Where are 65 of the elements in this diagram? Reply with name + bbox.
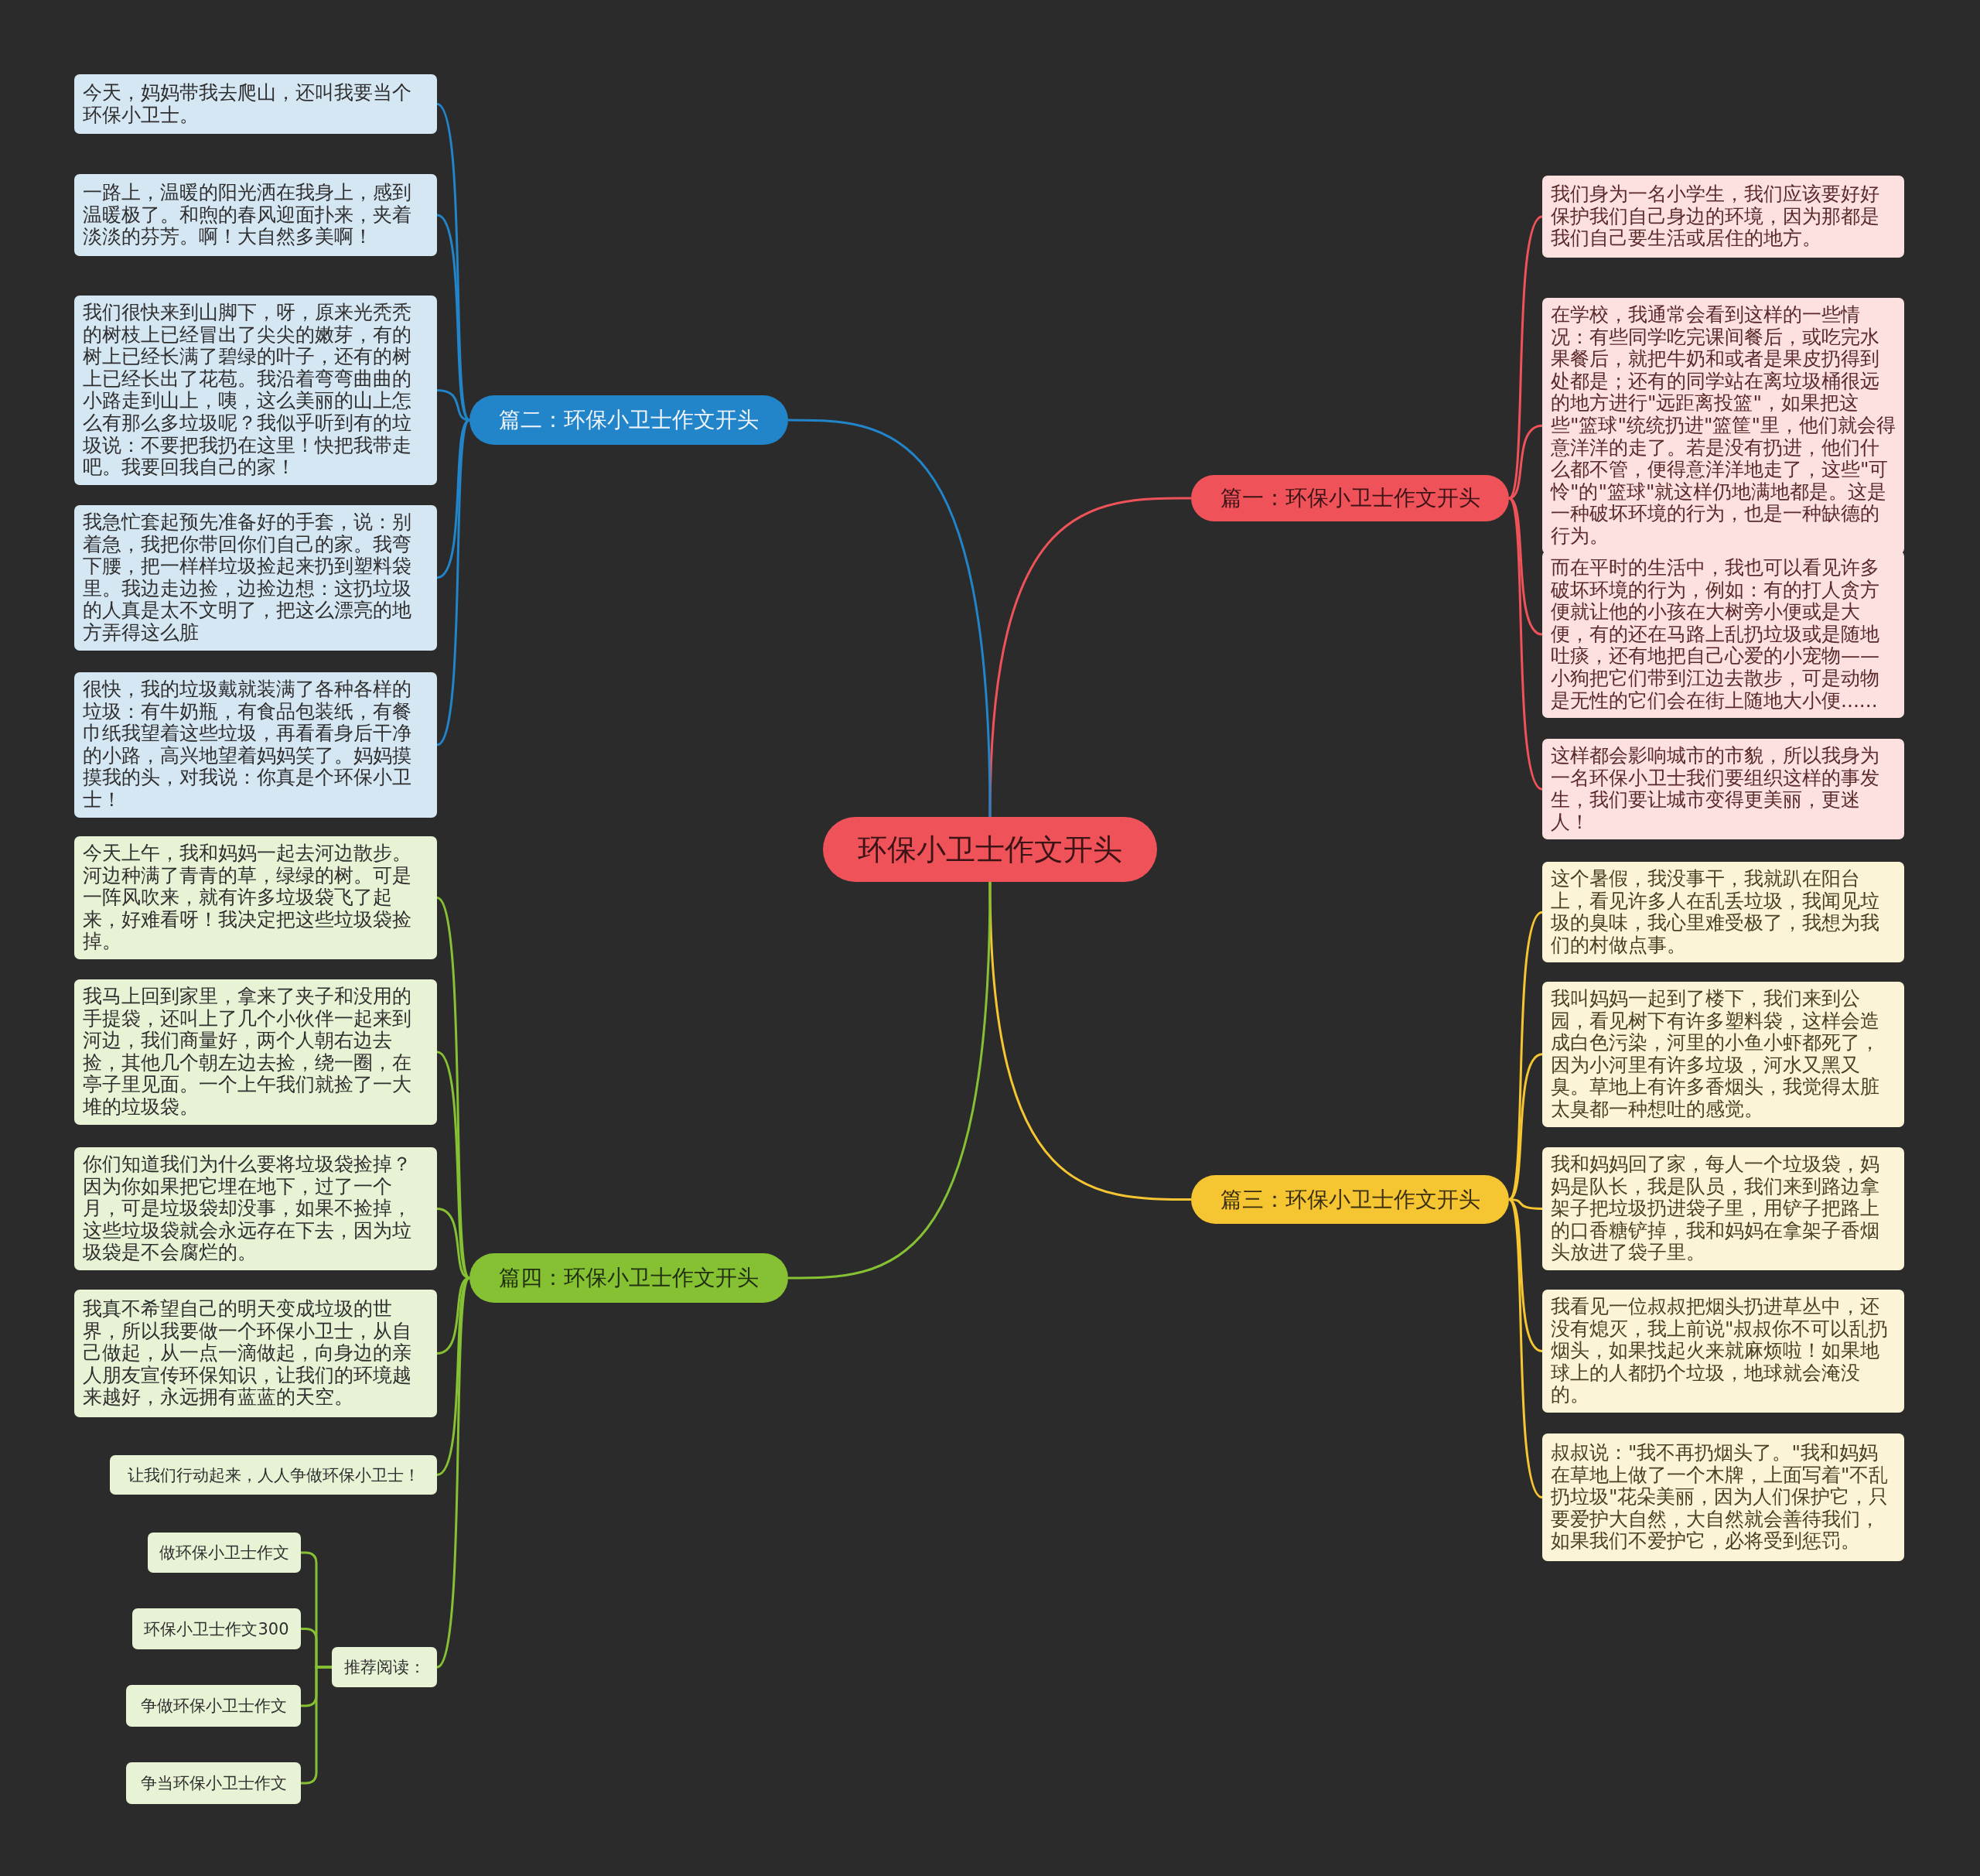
paragraph: 我看见一位叔叔把烟头扔进草丛中，还没有熄灭，我上前说"叔叔你不可以乱扔烟头，如果找起火来就麻烦啦！如果地球上的人都扔个垃圾，地球就会淹没的。 <box>1551 1296 1890 1406</box>
paragraph: 我真不希望自己的明天变成垃圾的世界，所以我要做一个环保小卫士，从自己做起，从一点一滴做起，向身边的亲人朋友宣传环保知识，让我们的环境越来越好，永远拥有蓝蓝的天空。 <box>83 1298 412 1409</box>
text-card <box>1542 1147 1904 1270</box>
text-card <box>148 1533 301 1573</box>
paragraph: 今天上午，我和妈妈一起去河边散步。河边种满了青青的草，绿绿的树。可是一阵风吹来，就有许多垃圾袋飞了起来，好难看呀！我决定把这些垃圾袋捡掉。 <box>83 842 412 953</box>
topic-label: 争当环保小卫士作文 <box>140 1773 287 1794</box>
connector-line <box>1508 1198 1543 1352</box>
connector-line <box>435 419 471 746</box>
text-card <box>74 979 437 1125</box>
topic-label: 篇一：环保小卫士作文开头 <box>1220 484 1480 512</box>
text-card <box>74 836 437 959</box>
text-card <box>1542 982 1904 1127</box>
text-card <box>1542 1433 1904 1561</box>
text-card <box>74 1290 437 1417</box>
paragraph: 我们很快来到山脚下，呀，原来光秃秃的树枝上已经冒出了尖尖的嫩芽，有的树上已经长满了碧绿的叶子，还有的树上已经长出了花苞。我沿着弯弯曲曲的小路走到山上，咦，这么美丽的山上怎么有那么多垃圾呢？我似乎听到有的垃圾说：不要把我扔在这里！快把我带走吧。我要回我自己的家！ <box>83 302 412 479</box>
topic-label: 篇三：环保小卫士作文开头 <box>1220 1185 1480 1214</box>
connector-line <box>1507 1198 1543 1498</box>
connector-line <box>435 1277 471 1668</box>
text-card <box>110 1455 437 1495</box>
text-card <box>74 505 437 651</box>
paragraph: 我马上回到家里，拿来了夹子和没用的手提袋，还叫上了几个小伙伴一起来到河边，我们商量好，两个人朝右边去捡，其他几个朝左边去捡，绕一圈，在亭子里见面。一个上午我们就捡了一大堆的垃圾袋。 <box>83 986 412 1119</box>
paragraph: 一路上，温暖的阳光洒在我身上，感到温暖极了。和煦的春风迎面扑来，夹着淡淡的芬芳。啊！大自然多美啊！ <box>83 182 412 248</box>
topic-label: 环保小卫士作文开头 <box>858 831 1122 868</box>
connector-line <box>788 881 992 1280</box>
text-card <box>1542 739 1904 840</box>
paragraph: 这个暑假，我没事干，我就趴在阳台上，看见许多人在乱丢垃圾，我闻见垃圾的臭味，我心里难受极了，我想为我们的村做点事。 <box>1551 868 1880 957</box>
text-card <box>1542 1290 1904 1413</box>
paragraph: 而在平时的生活中，我也可以看见许多破坏环境的行为，例如：有的打人贪方便就让他的小孩在大树旁小便或是大便，有的还在马路上乱扔垃圾或是随地吐痰，还有地把自己心爱的小宠物——小狗把它们带到江边去散步，可是动物是无性的它们会在街上随地大小便...... <box>1551 557 1880 712</box>
text-card <box>126 1685 301 1727</box>
topic-label: 篇四：环保小卫士作文开头 <box>499 1264 759 1292</box>
text-card <box>1542 176 1904 258</box>
connector-line <box>1508 1053 1543 1201</box>
connector-line <box>436 419 470 579</box>
topic-label: 推荐阅读： <box>343 1657 425 1678</box>
text-card <box>74 1147 437 1270</box>
connector-line <box>1507 497 1543 791</box>
paragraph: 在学校，我通常会看到这样的一些情况：有些同学吃完课间餐后，或吃完水果餐后，就把牛奶和或者是果皮扔得到处都是；还有的同学站在离垃圾桶很远的地方进行"远距离投篮"，如果把这些"篮球"统统扔进"篮筐"里，他们就会得意洋洋的走了。若是没有扔进，他们什么都不管，便得意洋洋地走了，这些"可怜"的"篮球"就这样仍地满地都是。这是一种破坏环境的行为，也是一种缺德的行为。 <box>1551 304 1896 548</box>
text-card <box>132 1608 301 1649</box>
paragraph: 这样都会影响城市的市貌，所以我身为一名环保小卫士我们要组织这样的事发生，我们要让城市变得更美丽，更迷人！ <box>1551 745 1880 834</box>
connector-line <box>988 881 1191 1201</box>
paragraph: 今天，妈妈带我去爬山，还叫我要当个环保小卫士。 <box>83 81 412 127</box>
text-card <box>126 1762 301 1804</box>
text-card <box>74 672 437 818</box>
text-card <box>1542 862 1904 963</box>
text-card <box>74 296 437 485</box>
connector-line <box>788 419 992 818</box>
topic-label: 环保小卫士作文300 <box>144 1618 289 1640</box>
topic-label: 篇二：环保小卫士作文开头 <box>499 406 759 434</box>
text-card <box>74 174 437 256</box>
topic-label: 争做环保小卫士作文 <box>140 1696 287 1717</box>
paragraph: 叔叔说："我不再扔烟头了。"我和妈妈在草地上做了一个木牌，上面写着"不乱扔垃圾"花朵美丽，因为人们保护它，只要爱护大自然，大自然就会善待我们，如果我们不爱护它，必将受到惩罚。 <box>1551 1442 1890 1553</box>
connector-line <box>1507 911 1543 1201</box>
paragraph: 我叫妈妈一起到了楼下，我们来到公园，看见树下有许多塑料袋，这样会造成白色污染，河里的小鱼小虾都死了，因为小河里有许多垃圾，河水又黑又臭。草地上有许多香烟头，我觉得太脏太臭都一种想吐的感觉。 <box>1551 988 1880 1121</box>
text-card <box>74 74 437 134</box>
branch-topic <box>1191 475 1509 521</box>
topic-label: 让我们行动起来，人人争做环保小卫士！ <box>127 1464 420 1486</box>
text-card <box>1542 551 1904 719</box>
paragraph: 我急忙套起预先准备好的手套，说：别着急，我把你带回你们自己的家。我弯下腰，把一样样垃圾捡起来扔到塑料袋里。我边走边捡，边捡边想：这扔垃圾的人真是太不文明了，把这么漂亮的地方弄得这么脏 <box>83 511 412 644</box>
paragraph: 你们知道我们为什么要将垃圾袋捡掉？因为你如果把它埋在地下，过了一个月，可是垃圾袋却没事，如果不捡掉，这些垃圾袋就会永远存在下去，因为垃圾袋是不会腐烂的。 <box>83 1153 412 1264</box>
topic-label: 做环保小卫士作文 <box>159 1543 289 1563</box>
text-card <box>332 1647 437 1687</box>
paragraph: 很快，我的垃圾戴就装满了各种各样的垃圾：有牛奶瓶，有食品包装纸，有餐巾纸我望着这些垃圾，再看看身后干净的小路，高兴地望着妈妈笑了。妈妈摸摸我的头，对我说：你真是个环保小卫士！ <box>83 678 412 812</box>
paragraph: 我们身为一名小学生，我们应该要好好保护我们自己身边的环境，因为那都是我们自己要生活或居住的地方。 <box>1551 183 1880 250</box>
connector-line <box>435 897 471 1279</box>
paragraph: 我和妈妈回了家，每人一个垃圾袋，妈妈是队长，我是队员，我们来到路边拿架子把垃圾扔进袋子里，用铲子把路上的口香糖铲掉，我和妈妈在拿架子香烟头放进了袋子里。 <box>1551 1153 1880 1264</box>
